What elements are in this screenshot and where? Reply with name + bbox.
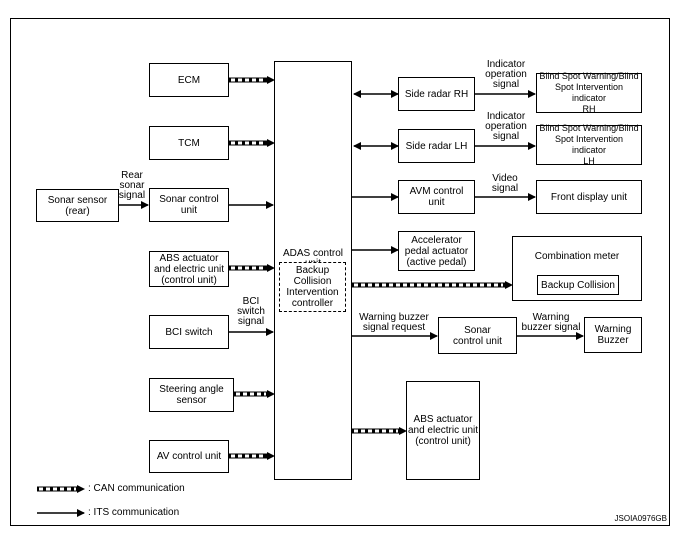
bsw-indicator-rh-box: Blind Spot Warning/Blind Spot Interventi… <box>536 71 642 114</box>
sonar-control-unit-right-box: Sonar control unit <box>438 317 517 354</box>
diagram-frame <box>10 18 670 526</box>
bci-switch-box: BCI switch <box>149 315 229 349</box>
front-display-unit-box: Front display unit <box>536 180 642 214</box>
warning-buzzer-box: Warning Buzzer <box>584 317 642 353</box>
side-radar-lh-box: Side radar LH <box>398 129 475 163</box>
side-radar-rh-box: Side radar RH <box>398 77 475 111</box>
warning-buzzer-signal-request-label: Warning buzzer signal request <box>359 312 429 333</box>
legend-can-label: : CAN communication <box>88 483 185 494</box>
bsw-indicator-lh-box: Blind Spot Warning/Blind Spot Interventi… <box>536 123 642 166</box>
avm-control-unit-box: AVM control unit <box>398 180 475 214</box>
indicator-operation-signal-rh-label: Indicator operation signal <box>485 59 527 90</box>
av-control-unit-box: AV control unit <box>149 440 229 473</box>
abs-actuator-right-box: ABS actuator and electric unit (control … <box>406 381 480 480</box>
bci-switch-signal-label: BCI switch signal <box>237 296 265 327</box>
ecm-box: ECM <box>149 63 229 97</box>
sonar-control-unit-box: Sonar control unit <box>149 188 229 222</box>
legend-its-label: : ITS communication <box>88 507 180 518</box>
tcm-box: TCM <box>149 126 229 160</box>
video-signal-label: Video signal <box>491 173 519 194</box>
diagram-code: JSOIA0976GB <box>614 514 667 523</box>
steering-angle-sensor-box: Steering angle sensor <box>149 378 234 412</box>
combination-meter-box: Combination meter <box>512 236 642 301</box>
abs-actuator-left-box: ABS actuator and electric unit (control … <box>149 251 229 287</box>
backup-collision-indicator-box: Backup Collision <box>537 275 619 295</box>
indicator-operation-signal-lh-label: Indicator operation signal <box>485 111 527 142</box>
sonar-sensor-box: Sonar sensor (rear) <box>36 189 119 222</box>
rear-sonar-signal-label: Rear sonar signal <box>118 170 146 201</box>
backup-collision-controller-box: Backup Collision Intervention controller <box>279 262 346 312</box>
warning-buzzer-signal-label: Warning buzzer signal <box>521 312 581 333</box>
accelerator-pedal-actuator-box: Accelerator pedal actuator (active pedal… <box>398 231 475 271</box>
